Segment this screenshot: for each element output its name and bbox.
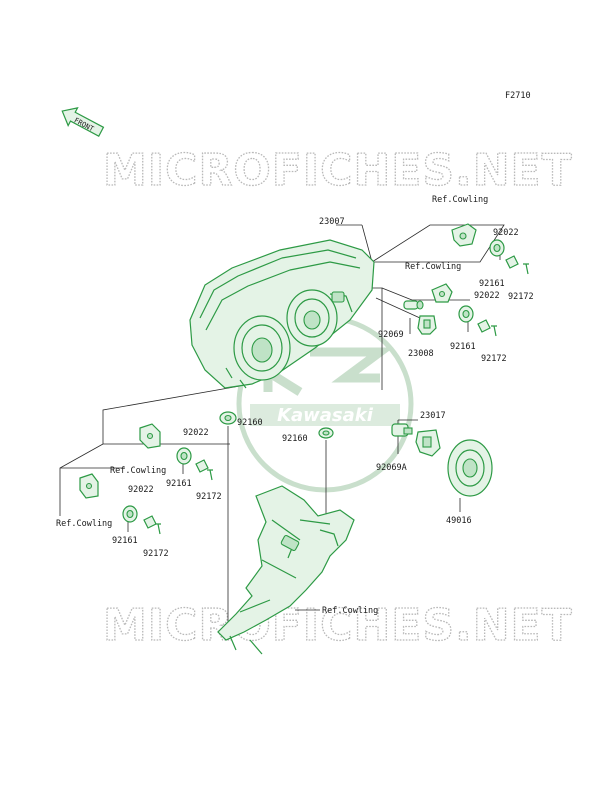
grommet-part-lower[interactable] <box>318 427 334 439</box>
kawasaki-logo-watermark: Kawasaki <box>236 315 414 493</box>
headlight-assembly-part[interactable] <box>189 239 375 389</box>
logo-text: Kawasaki <box>277 405 374 426</box>
label-damper-2: 92161 <box>450 342 476 352</box>
headlight-bulb-part[interactable] <box>391 423 413 437</box>
label-ref-cowling-5: Ref.Cowling <box>322 606 378 616</box>
label-damper-3: 92161 <box>166 479 192 489</box>
label-collar-4: 92022 <box>128 485 154 495</box>
label-bolt-3: 92172 <box>196 492 222 502</box>
label-collar-2: 92022 <box>474 291 500 301</box>
watermark-bottom: MICROFICHES.NET <box>103 600 573 651</box>
label-damper-4: 92161 <box>112 536 138 546</box>
label-ref-cowling-2: Ref.Cowling <box>405 262 461 272</box>
position-socket-part[interactable] <box>417 315 437 335</box>
label-bulb-position: 23008 <box>408 349 434 359</box>
headlight-mounting-stay <box>217 485 355 655</box>
front-direction-badge: FRONT <box>61 107 105 137</box>
front-arrow-icon <box>61 107 105 137</box>
headlight-socket-part[interactable] <box>415 429 441 457</box>
cowling-bracket-top-right <box>451 223 477 247</box>
label-socket-position: 92069 <box>378 330 404 340</box>
watermark-top: MICROFICHES.NET <box>103 145 573 196</box>
position-bulb-part[interactable] <box>403 300 424 310</box>
label-damper-1: 92161 <box>479 279 505 289</box>
label-bolt-4: 92172 <box>143 549 169 559</box>
label-ref-cowling-1: Ref.Cowling <box>432 195 488 205</box>
part-labels: 23007 Ref.Cowling 92022 92161 92172 Ref.… <box>56 195 534 616</box>
cowling-bracket-mid-right <box>431 283 453 303</box>
label-bolt-2: 92172 <box>481 354 507 364</box>
label-headlight-assy: 23007 <box>319 217 345 227</box>
label-grommet-a: 92160 <box>237 418 263 428</box>
cowling-bracket-left-upper <box>139 423 161 449</box>
figure-code: F2710 <box>505 91 531 101</box>
cowling-bracket-left-lower <box>79 473 99 499</box>
label-socket-headlight: 23017 <box>420 411 446 421</box>
label-ref-cowling-3: Ref.Cowling <box>110 466 166 476</box>
damper-collar-bolt-set-2[interactable] <box>458 305 497 337</box>
damper-collar-bolt-set-3[interactable] <box>176 447 213 481</box>
label-collar-1: 92022 <box>493 228 519 238</box>
label-bolt-1: 92172 <box>508 292 534 302</box>
damper-collar-bolt-set-1[interactable] <box>489 239 529 275</box>
grommet-part-upper[interactable] <box>219 411 237 425</box>
label-bulb-headlight: 92069A <box>376 463 407 473</box>
headlight-cap-part[interactable] <box>447 439 493 497</box>
label-grommet-b: 92160 <box>282 434 308 444</box>
label-ref-cowling-4: Ref.Cowling <box>56 519 112 529</box>
label-cap: 49016 <box>446 516 472 526</box>
label-collar-3: 92022 <box>183 428 209 438</box>
damper-collar-bolt-set-4[interactable] <box>122 505 161 535</box>
